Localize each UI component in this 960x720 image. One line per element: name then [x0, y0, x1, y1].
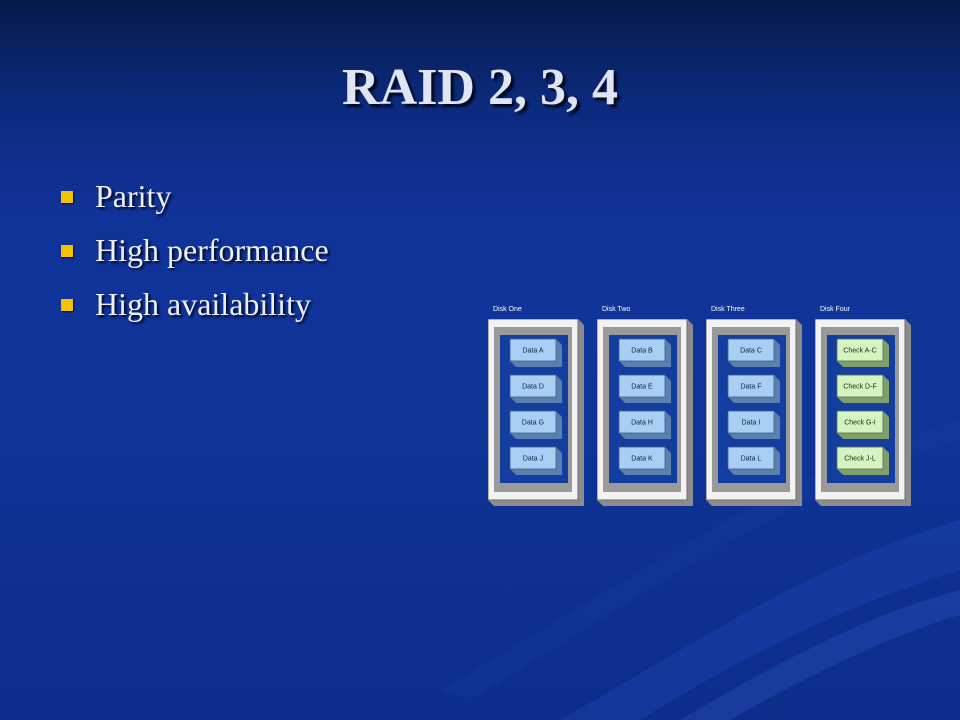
bullet-item-high-availability: High availability: [58, 282, 329, 336]
data-block: Data I: [727, 410, 780, 439]
data-block: Data D: [509, 374, 562, 403]
data-block: Data A: [509, 338, 562, 367]
data-block-label: Data D: [522, 384, 544, 391]
data-block-label: Data B: [631, 348, 653, 355]
slide-title: RAID 2, 3, 4: [342, 59, 618, 116]
bullet-text: High performance: [95, 232, 329, 268]
data-block-label: Data H: [631, 420, 653, 427]
parity-block: Check D-F: [836, 374, 889, 403]
parity-block-label: Check D-F: [843, 384, 876, 391]
data-block: Data E: [618, 374, 671, 403]
disk-label: Disk Four: [820, 306, 850, 313]
data-block: Data C: [727, 338, 780, 367]
disk-cabinet-icon: Data B Data E Data H Data K: [597, 319, 693, 506]
data-block: Data J: [509, 446, 562, 475]
data-block-label: Data C: [740, 348, 762, 355]
parity-block: Check G-I: [836, 410, 889, 439]
parity-block: Check A-C: [836, 338, 889, 367]
data-block-label: Data K: [631, 456, 653, 463]
disk-cabinet-icon: Data C Data F Data I Data L: [706, 319, 802, 506]
disk-two: Disk Two Data B Data E Data H: [597, 306, 693, 506]
disk-label: Disk Two: [602, 306, 631, 313]
bullet-square-icon: [61, 245, 73, 257]
data-block: Data F: [727, 374, 780, 403]
bullet-item-high-performance: High performance: [58, 228, 329, 282]
data-block: Data L: [727, 446, 780, 475]
data-block-label: Data I: [742, 420, 761, 427]
parity-block-label: Check G-I: [844, 420, 876, 427]
data-block-label: Data F: [740, 384, 761, 391]
disk-four: Disk Four Check A-C Check D-F Check G-I: [815, 306, 911, 506]
bullet-text: Parity: [95, 178, 172, 214]
disk-three: Disk Three Data C Data F Data I: [706, 306, 802, 506]
parity-block: Check J-L: [836, 446, 889, 475]
data-block: Data B: [618, 338, 671, 367]
bullet-square-icon: [61, 191, 73, 203]
data-block: Data G: [509, 410, 562, 439]
bullet-text: High availability: [95, 286, 311, 322]
data-block-label: Data G: [522, 420, 544, 427]
parity-block-label: Check J-L: [844, 456, 876, 463]
bullet-square-icon: [61, 299, 73, 311]
data-block-label: Data J: [523, 456, 543, 463]
disk-one: Disk One Data A Data D Data G: [488, 306, 584, 506]
disk-cabinet-icon: Check A-C Check D-F Check G-I Check J-L: [815, 319, 911, 506]
data-block-label: Data E: [631, 384, 653, 391]
bullet-list: Parity High performance High availabilit…: [58, 174, 329, 336]
parity-block-label: Check A-C: [843, 348, 876, 355]
data-block: Data K: [618, 446, 671, 475]
disk-label: Disk One: [493, 306, 522, 313]
data-block: Data H: [618, 410, 671, 439]
bullet-item-parity: Parity: [58, 174, 329, 228]
disk-label: Disk Three: [711, 306, 745, 313]
disk-cabinet-icon: Data A Data D Data G Data J: [488, 319, 584, 506]
data-block-label: Data A: [522, 348, 543, 355]
data-block-label: Data L: [741, 456, 762, 463]
